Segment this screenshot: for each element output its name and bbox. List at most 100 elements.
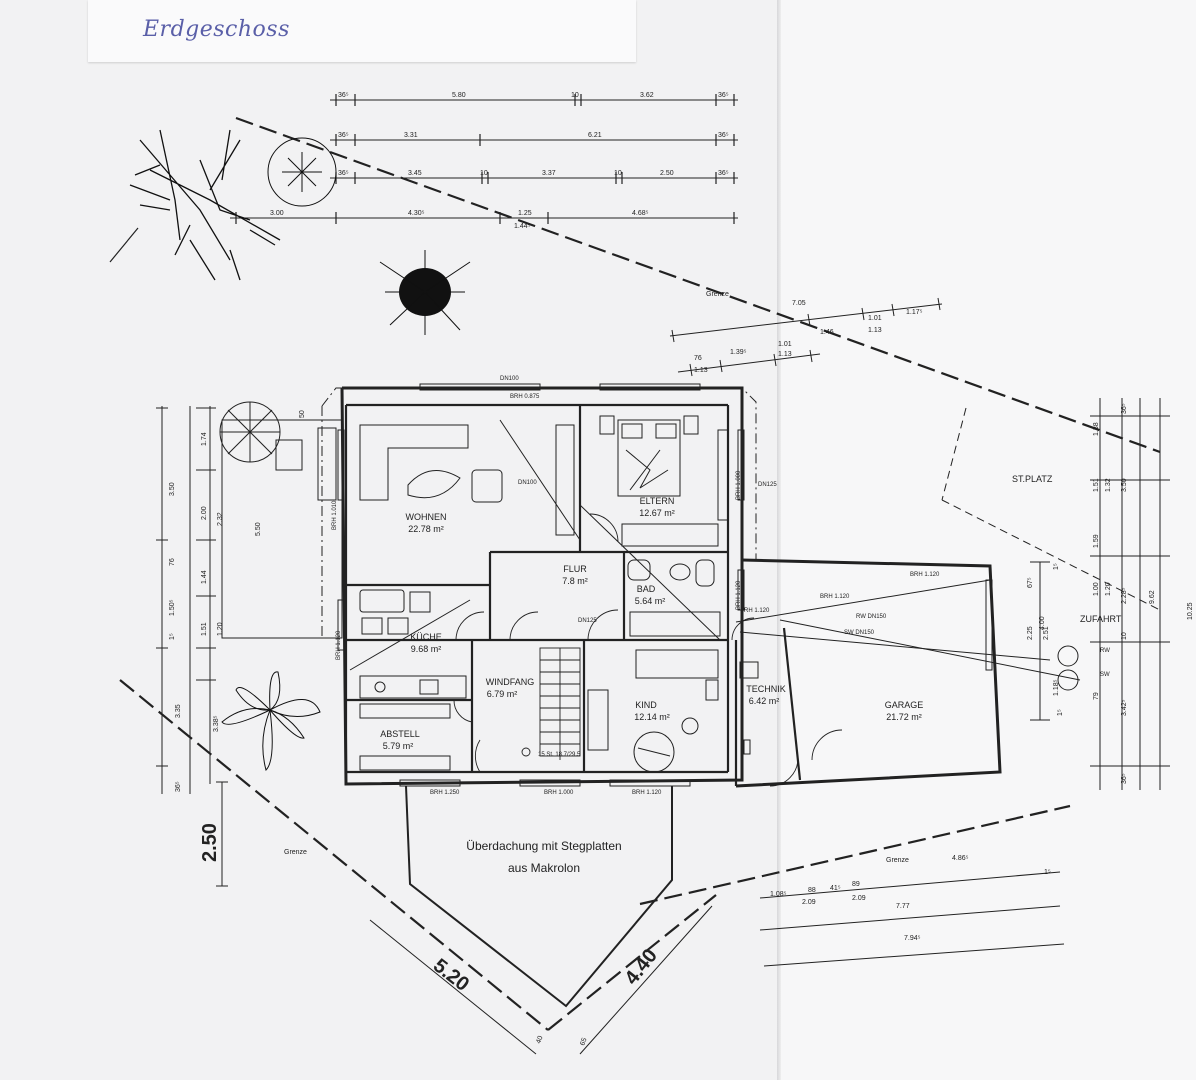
dim-top-4-d: 1.44⁵ xyxy=(514,223,531,230)
left-dimension-stacks xyxy=(156,406,216,794)
dim-left-inner-4: 1.44 xyxy=(201,570,208,584)
dim-left-inner-1: 1.74 xyxy=(201,432,208,446)
dim-terrace-2: 50 xyxy=(299,410,306,418)
dim-top-4-a: 3.00 xyxy=(270,210,284,217)
window-marks xyxy=(337,383,993,787)
dim-garage-7: 1⁵ xyxy=(1057,709,1064,716)
tree-symbol-large xyxy=(129,129,281,281)
dim-top-4-c: 1.25 xyxy=(518,210,532,217)
dim-top-3-f: 2.50 xyxy=(660,170,674,177)
storage-shelves xyxy=(359,703,451,771)
right-dimension-stacks xyxy=(1030,398,1170,790)
dim-ur-5: 1.46 xyxy=(820,329,834,336)
dim-right-2: 1.38 xyxy=(1093,422,1100,436)
note-sw: SW xyxy=(1100,672,1110,678)
dim-right-6: 1.59 xyxy=(1093,534,1100,548)
dim-left-inner-5: 1.51 xyxy=(201,622,208,636)
dim-br-2: 1⁵ xyxy=(1044,869,1051,876)
room-name-abstell: ABSTELL xyxy=(380,729,420,739)
terrace-area xyxy=(219,401,343,639)
room-area-technik: 6.42 m² xyxy=(749,696,780,706)
note-brh-kueche-side: BRH 1.120 xyxy=(740,608,770,614)
room-name-wohnen: WOHNEN xyxy=(406,512,447,522)
dim-canopy-depth: 2.50 xyxy=(199,823,221,862)
dim-garage-2: 1⁵ xyxy=(1053,563,1060,570)
paper-right-panel xyxy=(780,0,1196,1080)
room-name-eltern: ELTERN xyxy=(640,496,675,506)
dim-top-1-d: 3.62 xyxy=(640,92,654,99)
dim-ur-1: 7.05 xyxy=(792,300,806,307)
note-brh-bad-side-2: BRH 1.120 xyxy=(336,630,342,660)
note-sw-dn: SW DN150 xyxy=(844,630,875,636)
dim-right-9: 2.28⁵ xyxy=(1121,587,1128,604)
dim-garage-1: 67⁵ xyxy=(1027,577,1034,588)
room-area-bad: 5.64 m² xyxy=(635,596,666,606)
dim-top-2-b: 3.31 xyxy=(404,132,418,139)
canopy-dimension-lines xyxy=(216,781,713,1055)
dim-br-7: 2.09 xyxy=(802,899,816,906)
dim-garage-3: 2.25 xyxy=(1027,626,1034,640)
dim-left-inner-6: 1.20 xyxy=(217,622,224,636)
round-tree-symbol xyxy=(267,137,337,207)
dim-ur-3: 1.13 xyxy=(868,327,882,334)
kids-room-furniture xyxy=(587,649,719,773)
dim-top-1-a: 36⁵ xyxy=(338,92,349,99)
dim-ur-7: 1.13 xyxy=(778,351,792,358)
dim-left-outer-4: 1⁵ xyxy=(169,633,176,640)
paper-fold xyxy=(777,0,781,1080)
dim-top-3-b: 3.45 xyxy=(408,170,422,177)
room-area-kueche: 9.68 m² xyxy=(411,644,442,654)
dim-right-total-2: 10.25 xyxy=(1187,602,1194,620)
dim-top-4-b: 4.30⁵ xyxy=(408,210,425,217)
dim-br-3: 1.08⁵ xyxy=(770,891,787,898)
top-dimension-chains xyxy=(230,94,738,224)
dim-br-8: 2.09 xyxy=(852,895,866,902)
note-brh-eltern-side: BRH 1.000 xyxy=(736,470,742,500)
note-brh-wohnen-side: BRH 1.010 xyxy=(332,500,338,530)
room-area-wohnen: 22.78 m² xyxy=(408,524,444,534)
dim-left-inner-7: 3.38⁵ xyxy=(213,715,220,732)
note-stair: 15 St. 18.7/29.5 xyxy=(538,752,581,758)
dim-canopy-right: 4.40 xyxy=(621,945,662,989)
dim-ur-4: 1.17⁵ xyxy=(906,309,923,316)
dim-top-3-d: 3.37 xyxy=(542,170,556,177)
label-grenze-left: Grenze xyxy=(284,849,307,856)
dim-garage-4: 2.51 xyxy=(1043,626,1050,640)
note-brh-garage-1: BRH 1.120 xyxy=(820,594,850,600)
dim-left-outer-1: 3.50 xyxy=(169,482,176,496)
room-name-kueche: KÜCHE xyxy=(410,632,442,642)
staircase[interactable] xyxy=(521,647,581,760)
door-swings xyxy=(453,513,843,787)
dim-top-4-e: 4.68⁵ xyxy=(632,210,649,217)
room-area-flur: 7.8 m² xyxy=(562,576,588,586)
room-area-eltern: 12.67 m² xyxy=(639,508,675,518)
label-grenze-bottom: Grenze xyxy=(886,857,909,864)
dim-top-2-a: 36⁵ xyxy=(338,132,349,139)
dim-canopy-small-2: 65 xyxy=(579,1037,588,1047)
dim-right-4: 1.51 xyxy=(1093,478,1100,492)
dim-br-5: 41⁵ xyxy=(830,885,841,892)
canopy-note-line1: Überdachung mit Stegplatten xyxy=(466,839,621,853)
dim-top-3-g: 36⁵ xyxy=(718,170,729,177)
palm-plant-symbol xyxy=(221,671,321,771)
dim-left-outer-3: 1.50⁵ xyxy=(169,599,176,616)
dim-left-outer-2: 76 xyxy=(169,558,176,566)
dim-right-8: 1.20 xyxy=(1105,582,1112,596)
dim-top-1-e: 36⁵ xyxy=(718,92,729,99)
dim-terrace-1: 5.50 xyxy=(255,522,262,536)
dim-br-10: 7.94⁵ xyxy=(904,935,921,942)
shrub-branches xyxy=(379,250,471,335)
dim-left-inner-2: 2.00 xyxy=(201,506,208,520)
canopy-note-line2: aus Makrolon xyxy=(508,861,580,875)
dim-left-outer-5: 3.35 xyxy=(175,704,182,718)
room-name-kind: KIND xyxy=(635,700,657,710)
note-rw: RW xyxy=(1100,648,1110,654)
room-area-kind: 12.14 m² xyxy=(634,712,670,722)
room-name-bad: BAD xyxy=(637,584,656,594)
boundary-stub xyxy=(109,227,139,263)
dim-top-3-e: 10 xyxy=(614,170,622,177)
dim-top-3-a: 36⁵ xyxy=(338,170,349,177)
parking-outline xyxy=(941,407,1161,611)
interior-walls xyxy=(344,403,802,786)
